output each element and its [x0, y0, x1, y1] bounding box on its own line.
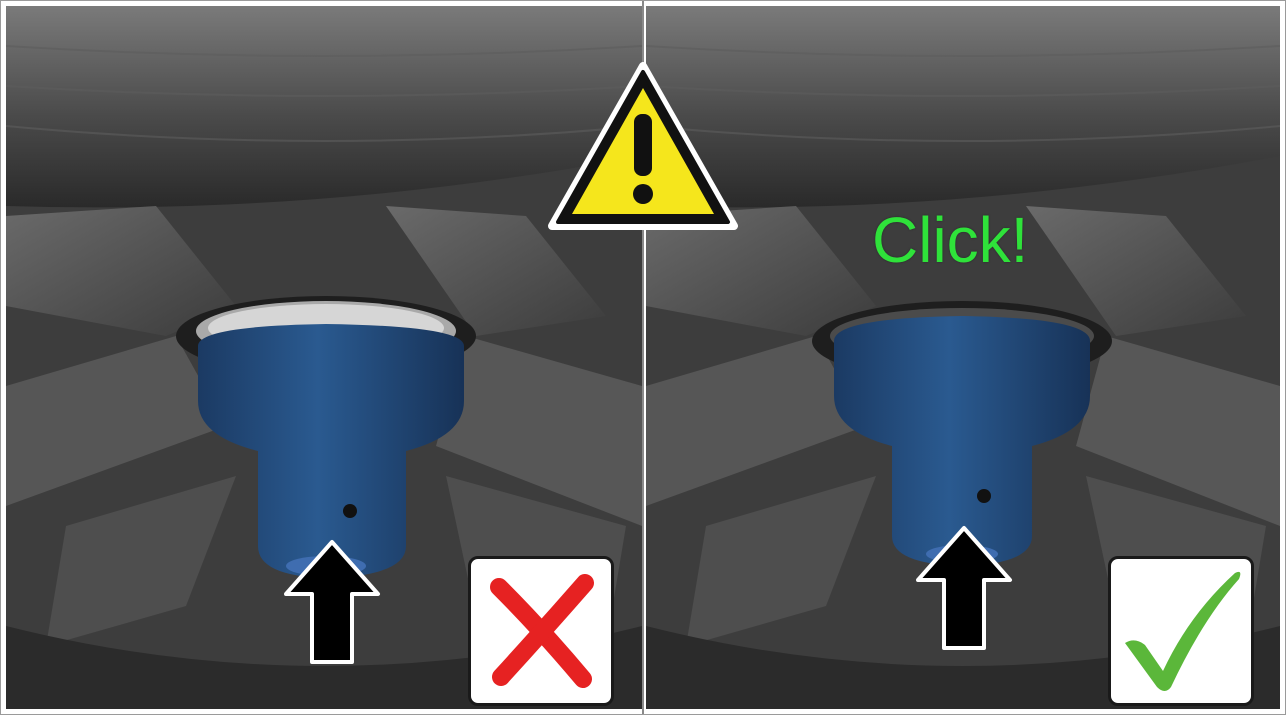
- green-checkmark-icon: [1111, 559, 1251, 703]
- click-caption: Click!: [872, 208, 1028, 272]
- correct-badge: [1108, 556, 1254, 706]
- incorrect-badge: [468, 556, 614, 706]
- warning-triangle-icon: [548, 62, 738, 230]
- up-arrow-icon: [282, 538, 382, 666]
- up-arrow-icon: [914, 524, 1014, 652]
- red-x-icon: [471, 559, 611, 703]
